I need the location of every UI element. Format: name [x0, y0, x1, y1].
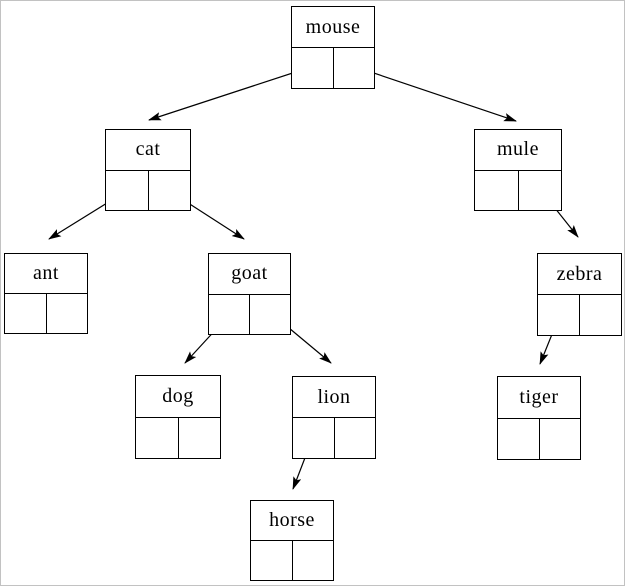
tree-node-mule: mule	[474, 129, 562, 211]
left-pointer-cell	[475, 170, 519, 210]
node-label: ant	[5, 254, 87, 294]
left-pointer-cell	[538, 295, 580, 335]
node-label: cat	[106, 130, 190, 171]
right-pointer-cell	[293, 541, 334, 580]
edge-mouse-mule	[352, 65, 517, 122]
node-label: goat	[209, 254, 290, 295]
left-pointer-cell	[251, 541, 293, 580]
tree-node-tiger: tiger	[497, 376, 581, 460]
node-label: zebra	[538, 254, 621, 295]
left-pointer-cell	[209, 294, 250, 334]
left-pointer-cell	[293, 418, 335, 458]
left-pointer-cell	[292, 48, 334, 88]
node-label: mouse	[292, 7, 374, 48]
left-pointer-cell	[5, 294, 47, 333]
left-pointer-cell	[136, 417, 179, 458]
right-pointer-cell	[149, 171, 191, 211]
node-pointer-row	[292, 48, 374, 88]
tree-node-cat: cat	[105, 129, 191, 211]
right-pointer-cell	[179, 418, 221, 459]
node-pointer-row	[498, 418, 581, 460]
right-pointer-cell	[580, 295, 621, 335]
node-pointer-row	[538, 295, 621, 335]
node-pointer-row	[293, 418, 375, 458]
edge-mouse-cat	[148, 65, 315, 121]
node-pointer-row	[106, 170, 191, 211]
right-pointer-cell	[250, 295, 290, 335]
node-pointer-row	[5, 294, 87, 333]
right-pointer-cell	[47, 294, 88, 333]
node-label: horse	[251, 501, 333, 541]
tree-node-mouse: mouse	[291, 6, 375, 89]
node-label: lion	[293, 377, 375, 418]
node-label: tiger	[498, 377, 580, 419]
right-pointer-cell	[335, 418, 376, 458]
left-pointer-cell	[106, 170, 149, 210]
right-pointer-cell	[334, 48, 375, 88]
node-pointer-row	[475, 170, 562, 211]
node-pointer-row	[136, 417, 221, 459]
right-pointer-cell	[540, 419, 581, 460]
node-label: dog	[136, 376, 220, 418]
tree-node-lion: lion	[292, 376, 376, 459]
node-pointer-row	[209, 294, 290, 335]
tree-node-ant: ant	[4, 253, 88, 334]
left-pointer-cell	[498, 418, 540, 459]
tree-node-horse: horse	[250, 500, 334, 581]
tree-node-dog: dog	[135, 375, 221, 459]
tree-node-zebra: zebra	[537, 253, 622, 336]
right-pointer-cell	[519, 171, 562, 211]
tree-node-goat: goat	[208, 253, 291, 335]
node-pointer-row	[251, 541, 333, 580]
node-label: mule	[475, 130, 561, 171]
